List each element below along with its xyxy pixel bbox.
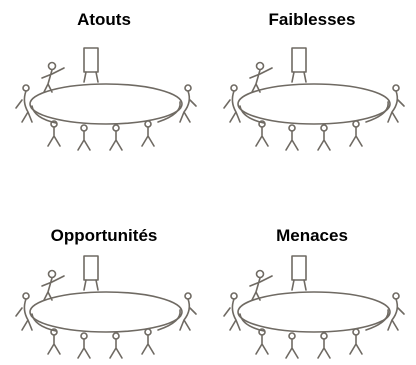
meeting-table-sketch-icon <box>216 44 412 154</box>
quadrant-menaces: Menaces <box>208 182 416 364</box>
meeting-table-sketch-icon <box>8 252 204 362</box>
quadrant-title: Atouts <box>77 10 131 29</box>
quadrant-title: Faiblesses <box>268 10 356 29</box>
quadrant-title: Menaces <box>276 226 348 245</box>
meeting-table-sketch-icon <box>8 44 204 154</box>
quadrant-opportunites: Opportunités <box>0 182 208 364</box>
meeting-table-sketch-icon <box>216 252 412 362</box>
quadrant-faiblesses: Faiblesses <box>208 0 416 182</box>
quadrant-atouts: Atouts <box>0 0 208 182</box>
quadrant-title: Opportunités <box>50 226 158 245</box>
